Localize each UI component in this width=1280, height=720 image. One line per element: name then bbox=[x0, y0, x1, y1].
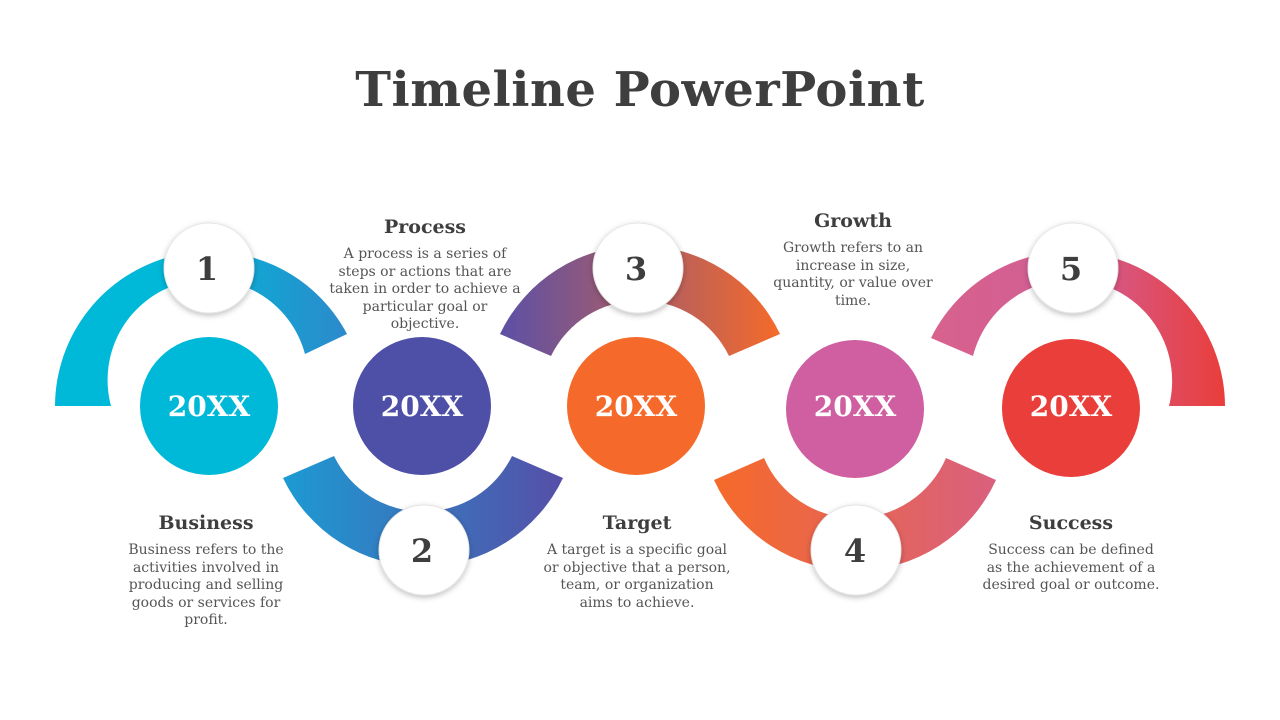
step-description-business: Business refers to the activities involv… bbox=[128, 542, 284, 628]
number-label-4: 4 bbox=[844, 532, 866, 570]
step-block-growth: Growth Growth refers to an increase in s… bbox=[748, 210, 958, 310]
step-description-process: A process is a series of steps or action… bbox=[329, 246, 521, 332]
number-badges bbox=[163, 222, 1119, 596]
step-block-business: Business Business refers to the activiti… bbox=[101, 512, 311, 630]
year-labels: 20XX 20XX 20XX 20XX 20XX bbox=[168, 390, 1113, 423]
number-badge-1 bbox=[163, 222, 255, 314]
number-labels: 1 2 3 4 5 bbox=[196, 250, 1082, 570]
step-heading-process: Process bbox=[383, 216, 467, 238]
step-heading-business: Business bbox=[158, 512, 254, 534]
step-heading-success: Success bbox=[1028, 512, 1114, 534]
year-label-5: 20XX bbox=[1030, 390, 1113, 423]
number-label-2: 2 bbox=[411, 532, 433, 570]
arc-segment-2 bbox=[283, 456, 563, 567]
number-label-5: 5 bbox=[1060, 250, 1082, 288]
year-circle-2 bbox=[353, 337, 491, 475]
year-label-2: 20XX bbox=[381, 390, 464, 423]
step-heading-target: Target bbox=[602, 512, 672, 534]
number-badge-2 bbox=[378, 504, 470, 596]
year-circle-4 bbox=[786, 340, 924, 478]
step-description-success: Success can be defined as the achievemen… bbox=[982, 542, 1160, 593]
arc-segment-4 bbox=[714, 458, 996, 571]
step-description-target: A target is a specific goal or objective… bbox=[543, 542, 731, 611]
arc-segment-5 bbox=[931, 251, 1225, 406]
number-label-1: 1 bbox=[196, 250, 218, 288]
year-circles bbox=[140, 337, 1140, 478]
year-label-4: 20XX bbox=[814, 390, 897, 423]
number-badge-5 bbox=[1027, 222, 1119, 314]
step-block-target: Target A target is a specific goal or ob… bbox=[532, 512, 742, 612]
year-circle-1 bbox=[140, 337, 278, 475]
step-block-process: Process A process is a series of steps o… bbox=[320, 216, 530, 334]
timeline-arcs bbox=[55, 245, 1225, 571]
number-badge-4 bbox=[810, 504, 902, 596]
year-label-3: 20XX bbox=[595, 390, 678, 423]
step-block-success: Success Success can be defined as the ac… bbox=[966, 512, 1176, 595]
page-title: Timeline PowerPoint bbox=[355, 62, 925, 118]
number-label-3: 3 bbox=[625, 250, 647, 288]
step-heading-growth: Growth bbox=[814, 210, 892, 232]
year-label-1: 20XX bbox=[168, 390, 251, 423]
year-circle-3 bbox=[567, 337, 705, 475]
arc-segment-1 bbox=[55, 251, 347, 406]
number-badge-3 bbox=[592, 222, 684, 314]
year-circle-5 bbox=[1002, 339, 1140, 477]
arc-segment-3 bbox=[500, 245, 780, 356]
step-description-growth: Growth refers to an increase in size, qu… bbox=[773, 240, 933, 309]
